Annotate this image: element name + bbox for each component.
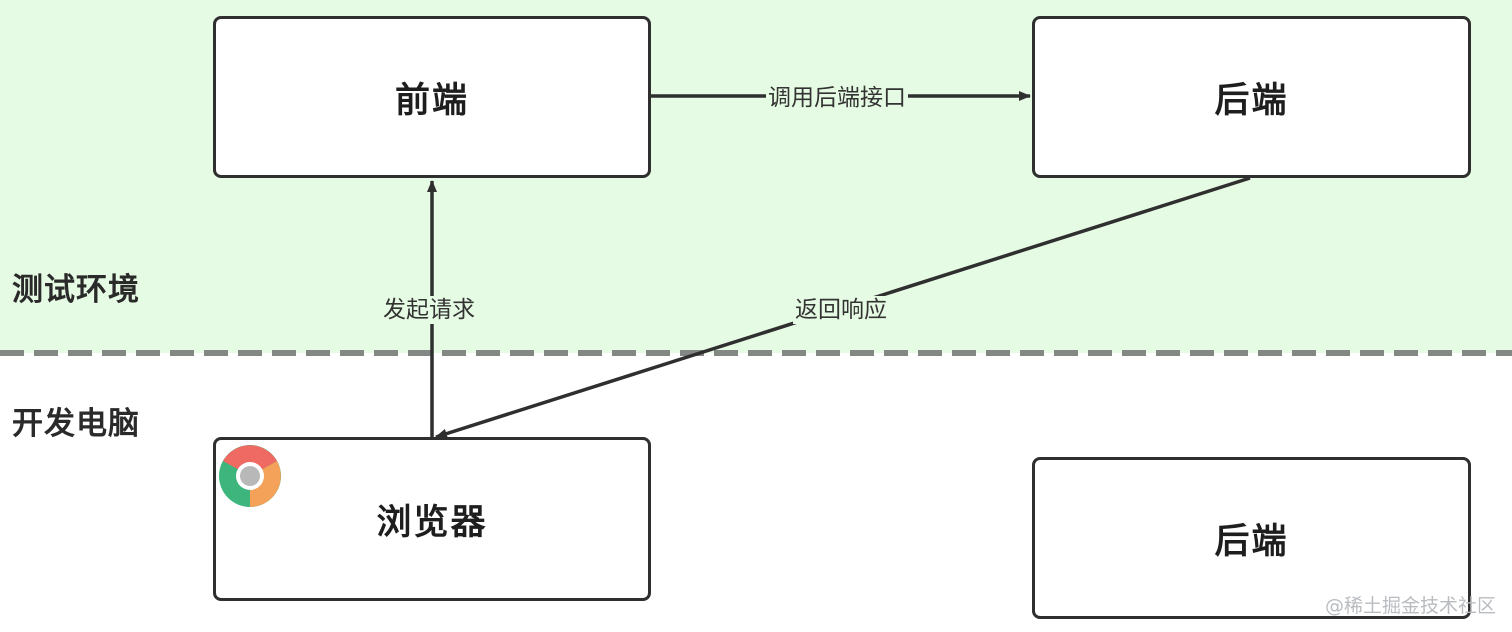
node-frontend: 前端 (213, 16, 651, 178)
zone-label-test-environment: 测试环境 (12, 272, 140, 308)
node-backend-dev: 后端 (1032, 457, 1471, 619)
edge-label-call-backend-api: 调用后端接口 (766, 84, 908, 112)
chrome-icon (219, 445, 281, 507)
edge-label-return-response: 返回响应 (793, 296, 889, 324)
zone-label-dev-computer: 开发电脑 (12, 406, 140, 442)
node-browser: 浏览器 (213, 437, 651, 601)
zone-divider-dashed-line (0, 350, 1512, 356)
node-backend-dev-label: 后端 (1214, 521, 1289, 562)
node-browser-label: 浏览器 (376, 502, 488, 543)
node-frontend-label: 前端 (394, 80, 469, 121)
watermark-text: @稀土掘金技术社区 (1324, 595, 1496, 617)
node-backend-test-label: 后端 (1214, 80, 1289, 121)
node-backend-test: 后端 (1032, 16, 1471, 178)
edge-label-send-request: 发起请求 (381, 296, 477, 324)
